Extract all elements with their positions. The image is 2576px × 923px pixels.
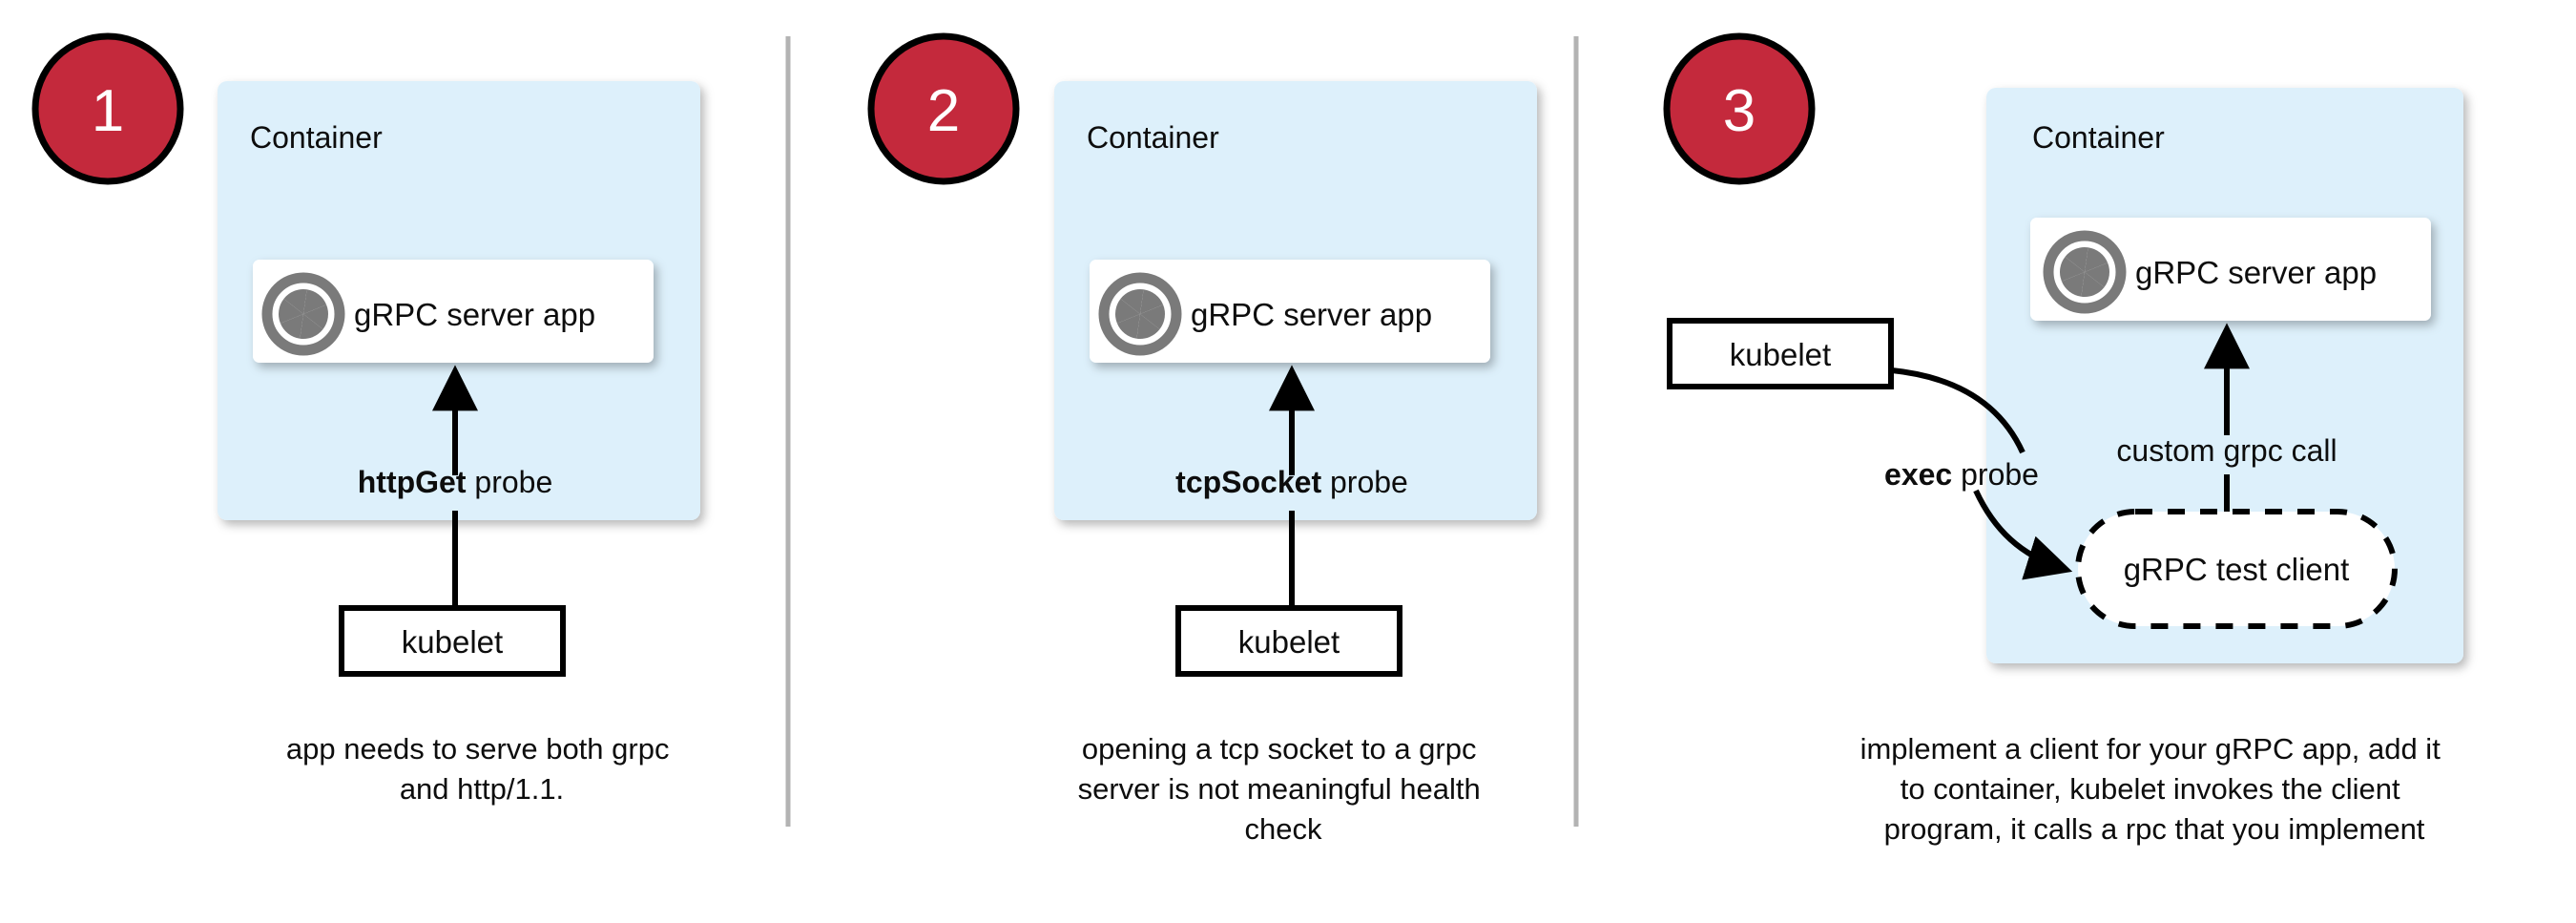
tcpsocket-probe-label-bold: tcpSocket [1175,465,1321,499]
grpc-server-app-label-2: gRPC server app [1191,297,1432,332]
exec-probe-label: exec probe [1884,457,2039,492]
panel-caption-1: app needs to serve both grpc and http/1.… [286,732,677,806]
container-label-3: Container [2032,120,2165,155]
grpc-server-app-label-3: gRPC server app [2135,255,2377,290]
step-badge-3: 3 [1663,32,1816,185]
tcpsocket-probe-label: tcpSocket probe [1175,465,1408,499]
step-badge-number-2: 2 [927,78,960,144]
step-badge-1: 1 [31,32,184,185]
kubelet-label-1: kubelet [402,624,503,660]
exec-probe-label-bold: exec [1884,457,1952,492]
httpget-probe-label-rest: probe [467,465,553,499]
caption-line: server is not meaningful health [1078,772,1481,806]
exec-probe-curve-upper [1891,367,2025,454]
kubelet-box-2 [1175,605,1402,677]
grpc-server-app-box-3 [2030,218,2431,321]
caption-line: app needs to serve both grpc [286,732,670,766]
grpc-test-client-shape [2075,509,2398,629]
kubelet-box-3 [1667,318,1894,389]
panel-caption-3: implement a client for your gRPC app, ad… [1860,732,2449,846]
custom-grpc-call-label: custom grpc call [2116,433,2337,468]
httpget-probe-label-bold: httpGet [358,465,467,499]
kubelet-box-1 [339,605,566,677]
step-badge-number-3: 3 [1723,78,1755,144]
panel-1: Container gRPC server app httpGet probe … [218,81,700,806]
container-label-1: Container [250,120,383,155]
kubelet-label-3: kubelet [1730,337,1831,372]
tcpsocket-probe-label-rest: probe [1321,465,1408,499]
caption-line: and http/1.1. [400,772,564,806]
container-label-2: Container [1087,120,1219,155]
panel-caption-2: opening a tcp socket to a grpc server is… [1078,732,1489,846]
panel-3: Container gRPC server app custom grpc ca… [1667,88,2463,846]
grpc-server-app-label-1: gRPC server app [354,297,595,332]
caption-line: opening a tcp socket to a grpc [1082,732,1477,766]
step-badge-2: 2 [867,32,1020,185]
panel-2: Container gRPC server app tcpSocket prob… [1054,81,1537,846]
grpc-server-app-box-1 [253,260,654,363]
caption-line: program, it calls a rpc that you impleme… [1884,812,2425,846]
caption-line: to container, kubelet invokes the client [1901,772,2400,806]
httpget-probe-label: httpGet probe [358,465,552,499]
kubelet-label-2: kubelet [1238,624,1340,660]
caption-line: check [1245,812,1322,846]
exec-probe-label-rest: probe [1952,457,2039,492]
exec-probe-curve-lower [1973,489,2073,580]
grpc-server-app-box-2 [1090,260,1490,363]
grpc-test-client-label: gRPC test client [2124,552,2350,587]
caption-line: implement a client for your gRPC app, ad… [1860,732,2441,766]
step-badge-number-1: 1 [92,78,124,144]
